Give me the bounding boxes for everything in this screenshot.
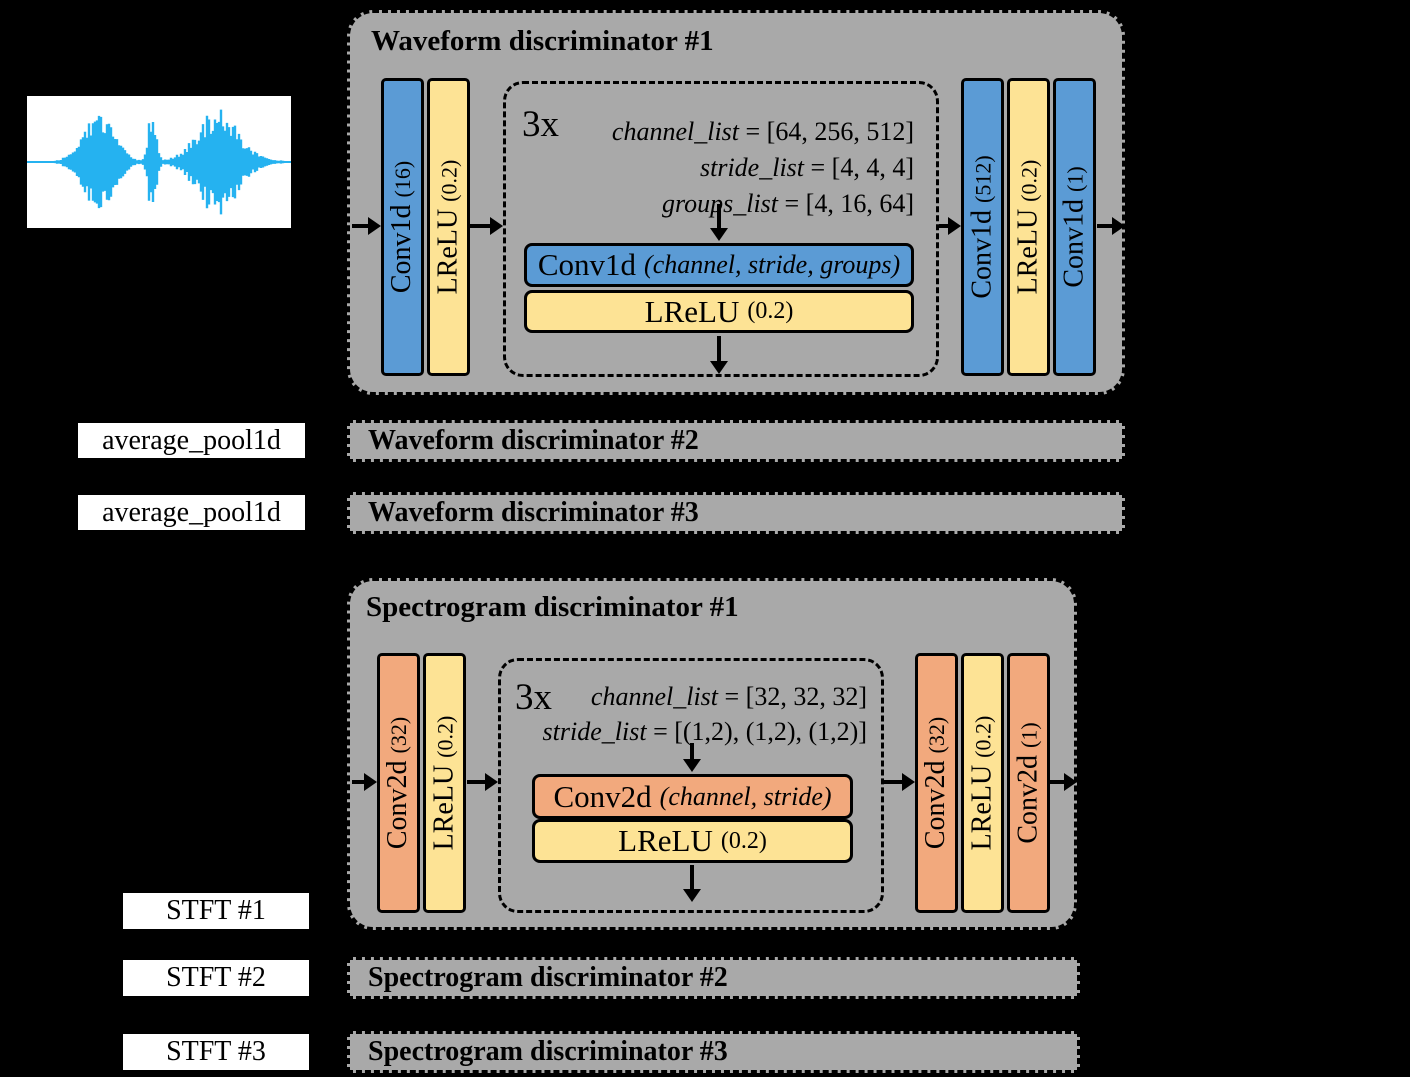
wd1-repeat-act-label: LReLU bbox=[644, 293, 740, 329]
sd1-stride-list: stride_list = [(1,2), (1,2), (1,2)] bbox=[542, 717, 867, 746]
wd1-repeat-count: 3x bbox=[522, 104, 559, 145]
wd1-stride-list: stride_list = [4, 4, 4] bbox=[700, 153, 914, 182]
average-pool1d-box-1: average_pool1d bbox=[75, 420, 308, 461]
sd1-conv2d-32-label: Conv2d (32) bbox=[382, 716, 414, 850]
wd1-lrelu-in-label: LReLU (0.2) bbox=[432, 159, 464, 295]
spectrogram-discriminator-1-panel: Spectrogram discriminator #1 Conv2d (32)… bbox=[347, 578, 1077, 930]
wd1-repeat-act-param: (0.2) bbox=[747, 298, 794, 324]
sd1-param-list: channel_list = [32, 32, 32] stride_list … bbox=[543, 679, 867, 749]
sd1-conv2d-32-out-block: Conv2d (32) bbox=[915, 653, 958, 913]
wd1-repeat-conv-args: (channel, stride, groups) bbox=[644, 250, 901, 279]
average-pool1d-label-2: average_pool1d bbox=[102, 496, 281, 528]
waveform-discriminator-3-bar: Waveform discriminator #3 bbox=[347, 492, 1125, 534]
sd1-conv2d-32-block: Conv2d (32) bbox=[377, 653, 420, 913]
sd1-arrow-down-out bbox=[683, 865, 701, 902]
sd1-repeat-act-block: LReLU (0.2) bbox=[532, 819, 853, 863]
sd1-lrelu-in-block: LReLU (0.2) bbox=[423, 653, 466, 913]
waveform-discriminator-1-title: Waveform discriminator #1 bbox=[371, 25, 714, 57]
sd1-arrow-down-to-conv bbox=[683, 743, 701, 772]
waveform-discriminator-2-title: Waveform discriminator #2 bbox=[368, 425, 699, 456]
wd1-conv1d-16-block: Conv1d (16) bbox=[381, 78, 424, 376]
waveform-discriminator-2-bar: Waveform discriminator #2 bbox=[347, 420, 1125, 462]
spectrogram-discriminator-2-title: Spectrogram discriminator #2 bbox=[368, 962, 728, 993]
wd1-lrelu-in-block: LReLU (0.2) bbox=[427, 78, 470, 376]
sd1-conv2d-1-label: Conv2d (1) bbox=[1012, 722, 1044, 844]
wd1-lrelu-out-block: LReLU (0.2) bbox=[1007, 78, 1050, 376]
wd1-conv1d-1-block: Conv1d (1) bbox=[1053, 78, 1096, 376]
sd1-repeat-conv-args: (channel, stride) bbox=[659, 781, 832, 811]
stft-label-3: STFT #3 bbox=[166, 1036, 266, 1067]
wd1-arrow-down-out bbox=[710, 336, 728, 374]
wd1-arrow-in bbox=[352, 217, 381, 235]
spectrogram-discriminator-3-title: Spectrogram discriminator #3 bbox=[368, 1036, 728, 1067]
sd1-lrelu-out-block: LReLU (0.2) bbox=[961, 653, 1004, 913]
wd1-channel-list: channel_list = [64, 256, 512] bbox=[611, 117, 914, 146]
wd1-arrow-to-group bbox=[470, 217, 503, 235]
sd1-repeat-count: 3x bbox=[515, 677, 552, 718]
waveform-icon bbox=[27, 109, 291, 215]
sd1-arrow-out bbox=[1050, 773, 1077, 791]
sd1-arrow-in bbox=[352, 773, 377, 791]
sd1-arrow-from-group bbox=[884, 773, 915, 791]
wd1-conv1d-16-label: Conv1d (16) bbox=[386, 160, 418, 294]
wd1-repeat-conv-block: Conv1d (channel, stride, groups) bbox=[524, 243, 914, 287]
sd1-lrelu-in-label: LReLU (0.2) bbox=[428, 715, 460, 851]
wd1-repeat-conv-label: Conv1d bbox=[537, 247, 637, 282]
average-pool1d-label-1: average_pool1d bbox=[102, 424, 281, 456]
wd1-conv1d-512-label: Conv1d (512) bbox=[966, 155, 998, 299]
wd1-arrow-down-to-conv bbox=[710, 204, 728, 241]
sd1-repeat-act-param: (0.2) bbox=[720, 827, 767, 854]
stft-box-3: STFT #3 bbox=[120, 1031, 312, 1073]
sd1-repeat-act-label: LReLU bbox=[618, 823, 713, 858]
stft-box-1: STFT #1 bbox=[120, 890, 312, 932]
stft-label-2: STFT #2 bbox=[166, 962, 266, 993]
wd1-repeat-group: 3x channel_list = [64, 256, 512] stride_… bbox=[503, 81, 939, 377]
stft-box-2: STFT #2 bbox=[120, 957, 312, 999]
speech-waveform-image bbox=[27, 96, 291, 228]
stft-label-1: STFT #1 bbox=[166, 895, 266, 926]
wd1-conv1d-512-block: Conv1d (512) bbox=[961, 78, 1004, 376]
spectrogram-discriminator-2-bar: Spectrogram discriminator #2 bbox=[347, 957, 1080, 999]
sd1-repeat-group: 3x channel_list = [32, 32, 32] stride_li… bbox=[498, 658, 884, 913]
average-pool1d-box-2: average_pool1d bbox=[75, 492, 308, 533]
wd1-arrow-out bbox=[1097, 217, 1125, 235]
wd1-param-list: channel_list = [64, 256, 512] stride_lis… bbox=[612, 114, 914, 222]
sd1-lrelu-out-label: LReLU (0.2) bbox=[966, 715, 998, 851]
wd1-arrow-from-group bbox=[939, 217, 961, 235]
sd1-channel-list: channel_list = [32, 32, 32] bbox=[590, 682, 867, 711]
wd1-conv1d-1-label: Conv1d (1) bbox=[1058, 166, 1090, 288]
wd1-lrelu-out-label: LReLU (0.2) bbox=[1012, 159, 1044, 295]
sd1-conv2d-32-out-label: Conv2d (32) bbox=[920, 716, 952, 850]
wd1-repeat-act-block: LReLU (0.2) bbox=[524, 290, 914, 333]
sd1-repeat-conv-label: Conv2d bbox=[553, 778, 652, 814]
spectrogram-discriminator-3-bar: Spectrogram discriminator #3 bbox=[347, 1031, 1080, 1073]
spectrogram-discriminator-1-title: Spectrogram discriminator #1 bbox=[366, 591, 739, 623]
waveform-discriminator-1-panel: Waveform discriminator #1 Conv1d (16) LR… bbox=[347, 10, 1125, 395]
wd1-groups-list: groups_list = [4, 16, 64] bbox=[662, 189, 914, 218]
sd1-arrow-to-group bbox=[467, 773, 498, 791]
waveform-discriminator-3-title: Waveform discriminator #3 bbox=[368, 497, 699, 528]
sd1-repeat-conv-block: Conv2d (channel, stride) bbox=[532, 774, 853, 819]
sd1-conv2d-1-block: Conv2d (1) bbox=[1007, 653, 1050, 913]
